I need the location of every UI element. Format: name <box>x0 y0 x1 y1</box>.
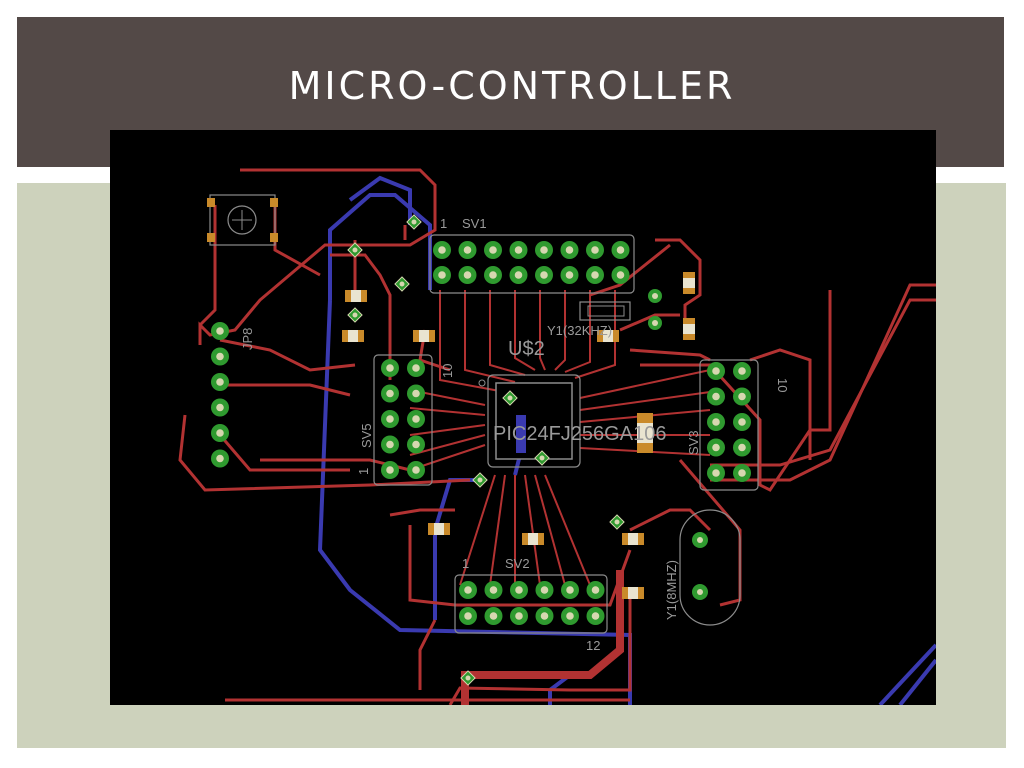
smd-components <box>342 272 695 599</box>
pin-drill <box>386 466 394 474</box>
pin-drill <box>515 586 523 594</box>
pin-drill <box>489 246 497 254</box>
pin-drill <box>591 612 600 620</box>
chip-ref-label: U$2 <box>508 338 545 360</box>
jumper-label: JP8 <box>240 328 255 350</box>
pin-drill <box>616 271 625 279</box>
chip-via-bar <box>516 415 526 453</box>
pin-drill <box>738 367 746 375</box>
pin1-bottom-label: 1 <box>462 556 469 571</box>
slide-title: MICRO-CONTROLLER <box>288 64 736 108</box>
pin-drill <box>712 418 720 426</box>
pcb-board: U$2 PIC24FJ256GA106 Y1(32KHZ) Y1(8MHZ) S… <box>178 168 936 705</box>
pin-drill <box>412 466 420 474</box>
crystal-8mhz <box>692 532 708 600</box>
pin-drill <box>712 469 720 477</box>
microcontroller-chip <box>495 382 573 460</box>
pin-drill <box>464 612 472 620</box>
header-right-label: SV3 <box>686 430 701 455</box>
pin-drill <box>489 612 498 620</box>
pin-drill <box>738 418 746 426</box>
silkscreen-outlines <box>209 194 759 634</box>
pin-drill <box>712 443 720 452</box>
pin-drill <box>463 271 472 279</box>
pushbutton-switch <box>207 198 278 242</box>
pin-drill <box>216 429 224 437</box>
pin12-bottom-label: 12 <box>586 638 600 653</box>
pin-drill <box>489 586 498 594</box>
header-pins <box>211 241 751 625</box>
header-left-label: SV5 <box>359 423 374 448</box>
pin-drill <box>216 352 224 361</box>
crystal-large-label: Y1(8MHZ) <box>664 560 679 620</box>
pin-drill <box>216 327 224 335</box>
pin-drill <box>514 246 523 254</box>
pin-drill <box>216 403 224 412</box>
pin-drill <box>738 469 746 477</box>
power-trace <box>461 570 624 705</box>
pin-drill <box>489 271 497 279</box>
header-top-label: SV1 <box>462 216 487 231</box>
pin-drill <box>216 378 224 386</box>
pin-drill <box>591 246 599 254</box>
pin-drill <box>515 612 523 620</box>
pin-drill <box>514 271 523 279</box>
pin-drill <box>386 389 394 398</box>
pin-drill <box>540 246 548 254</box>
pin-drill <box>463 246 472 254</box>
pin-drill <box>216 454 224 463</box>
pin-drill <box>738 443 746 452</box>
pin-drill <box>540 271 548 279</box>
pin-drill <box>386 364 394 372</box>
pin-drill <box>591 271 599 279</box>
pin-drill <box>412 415 420 423</box>
pin-drill <box>738 392 746 401</box>
pin10-right-label: 10 <box>775 378 790 392</box>
pin-drill <box>591 586 600 594</box>
crystal-32khz <box>587 289 662 330</box>
pcb-layout-image: U$2 PIC24FJ256GA106 Y1(32KHZ) Y1(8MHZ) S… <box>110 130 936 705</box>
pin-drill <box>412 364 420 372</box>
pin-drill <box>565 271 574 279</box>
pin1-top-label: 1 <box>440 216 447 231</box>
pin-drill <box>386 415 394 423</box>
pin-drill <box>540 612 549 620</box>
pin-drill <box>412 440 420 449</box>
pin-drill <box>616 246 625 254</box>
pin-drill <box>712 392 720 401</box>
chip-fanout-traces <box>409 290 711 586</box>
pin-drill <box>412 389 420 398</box>
pin-drill <box>464 586 472 594</box>
pin-drill <box>565 246 574 254</box>
pin-drill <box>712 367 720 375</box>
pin-drill <box>540 586 549 594</box>
vias <box>347 214 625 686</box>
pin-drill <box>386 440 394 449</box>
crystal-small-label: Y1(32KHZ) <box>547 323 612 338</box>
pin-drill <box>566 586 574 594</box>
pin-drill <box>438 271 446 279</box>
pin10-left-label: 10 <box>440 364 455 378</box>
header-bottom-label: SV2 <box>505 556 530 571</box>
top-layer-traces <box>178 168 936 705</box>
pin-drill <box>438 246 446 254</box>
pin-drill <box>566 612 574 620</box>
chip-name-label: PIC24FJ256GA106 <box>493 423 666 445</box>
pin1-left-label: 1 <box>356 468 371 475</box>
